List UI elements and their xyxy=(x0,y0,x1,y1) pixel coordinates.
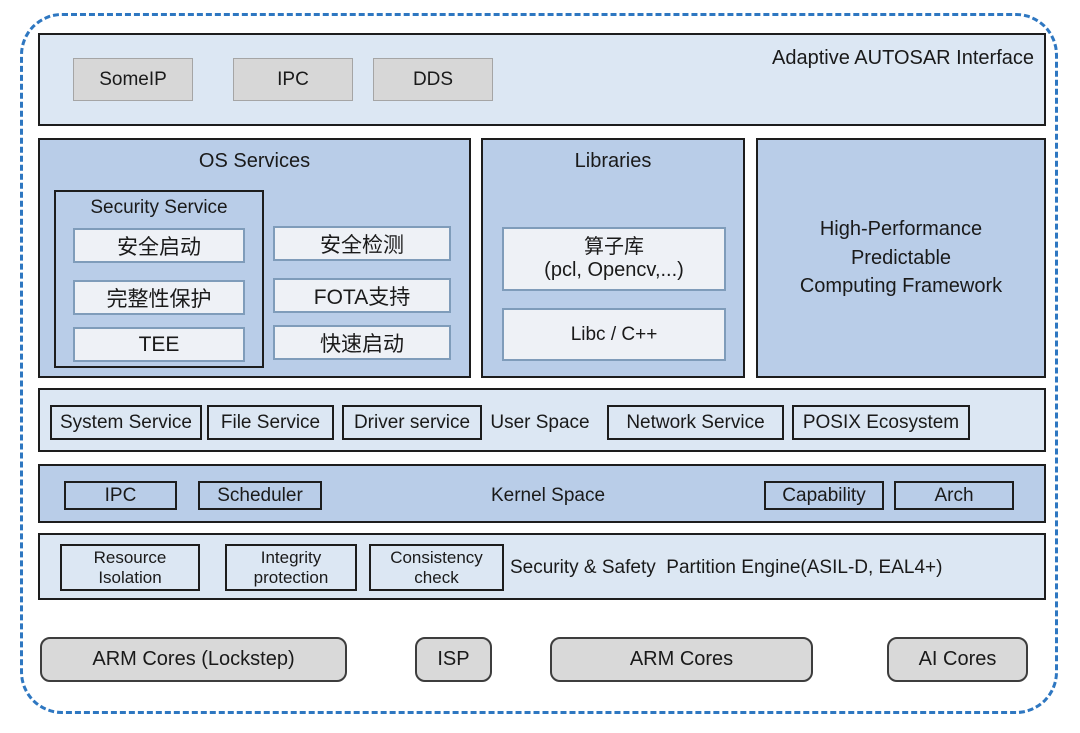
someip-chip: SomeIP xyxy=(73,58,193,101)
operator-library-line1: 算子库 xyxy=(584,236,644,258)
fota-support-chip: FOTA支持 xyxy=(273,278,451,313)
security-service-box: Security Service 安全启动 完整性保护 TEE xyxy=(54,190,264,368)
integrity-line2: protection xyxy=(253,567,329,587)
driver-service-box: Driver service xyxy=(342,405,482,440)
secure-boot-chip: 安全启动 xyxy=(73,228,245,263)
hpc-block: High-Performance Predictable Computing F… xyxy=(756,138,1046,378)
resource-line2: Isolation xyxy=(98,567,162,587)
autosar-band-title: Adaptive AUTOSAR Interface xyxy=(772,47,1034,69)
tee-chip: TEE xyxy=(73,327,245,362)
ipc-chip: IPC xyxy=(233,58,353,101)
kernel-space-label: Kernel Space xyxy=(490,484,606,506)
system-service-box: System Service xyxy=(50,405,202,440)
fast-boot-chip: 快速启动 xyxy=(273,325,451,360)
adaptive-autosar-band: Adaptive AUTOSAR Interface SomeIP IPC DD… xyxy=(38,33,1046,126)
file-service-box: File Service xyxy=(207,405,334,440)
consistency-line2: check xyxy=(414,567,459,587)
partition-consistency-check-box: Consistency check xyxy=(369,544,504,591)
partition-integrity-protection-box: Integrity protection xyxy=(225,544,357,591)
libraries-block: Libraries 算子库 (pcl, Opencv,...) Libc / C… xyxy=(481,138,745,378)
security-detection-chip: 安全检测 xyxy=(273,226,451,261)
security-engine-band: Resource Isolation Integrity protection … xyxy=(38,533,1046,600)
capability-box: Capability xyxy=(764,481,884,510)
dashed-boundary xyxy=(20,13,1058,714)
scheduler-box: Scheduler xyxy=(198,481,322,510)
user-space-label: User Space xyxy=(490,411,590,433)
kernel-ipc-box: IPC xyxy=(64,481,177,510)
hpc-line1: High-Performance xyxy=(819,218,983,241)
network-service-box: Network Service xyxy=(607,405,784,440)
partition-resource-isolation-box: Resource Isolation xyxy=(60,544,200,591)
security-service-title: Security Service xyxy=(90,197,228,218)
os-services-block: OS Services Security Service 安全启动 完整性保护 … xyxy=(38,138,471,378)
arch-box: Arch xyxy=(894,481,1014,510)
security-engine-label: Security & Safety Partition Engine(ASIL-… xyxy=(510,557,943,578)
libraries-title: Libraries xyxy=(574,150,652,172)
user-space-band: System Service File Service Driver servi… xyxy=(38,388,1046,452)
operator-library-line2: (pcl, Opencv,...) xyxy=(544,259,684,281)
arm-cores-box: ARM Cores xyxy=(550,637,813,682)
os-services-title: OS Services xyxy=(198,150,311,172)
ai-cores-box: AI Cores xyxy=(887,637,1028,682)
kernel-space-band: IPC Scheduler Kernel Space Capability Ar… xyxy=(38,464,1046,523)
resource-line1: Resource xyxy=(93,548,167,568)
libc-chip: Libc / C++ xyxy=(502,308,726,361)
consistency-line1: Consistency xyxy=(390,548,483,568)
arm-lockstep-box: ARM Cores (Lockstep) xyxy=(40,637,347,682)
hpc-line2: Predictable xyxy=(850,246,952,269)
posix-ecosystem-box: POSIX Ecosystem xyxy=(792,405,970,440)
integrity-line1: Integrity xyxy=(260,548,322,568)
operator-library-chip: 算子库 (pcl, Opencv,...) xyxy=(502,227,726,291)
hpc-line3: Computing Framework xyxy=(799,275,1003,298)
isp-box: ISP xyxy=(415,637,492,682)
dds-chip: DDS xyxy=(373,58,493,101)
integrity-protection-chip: 完整性保护 xyxy=(73,280,245,315)
